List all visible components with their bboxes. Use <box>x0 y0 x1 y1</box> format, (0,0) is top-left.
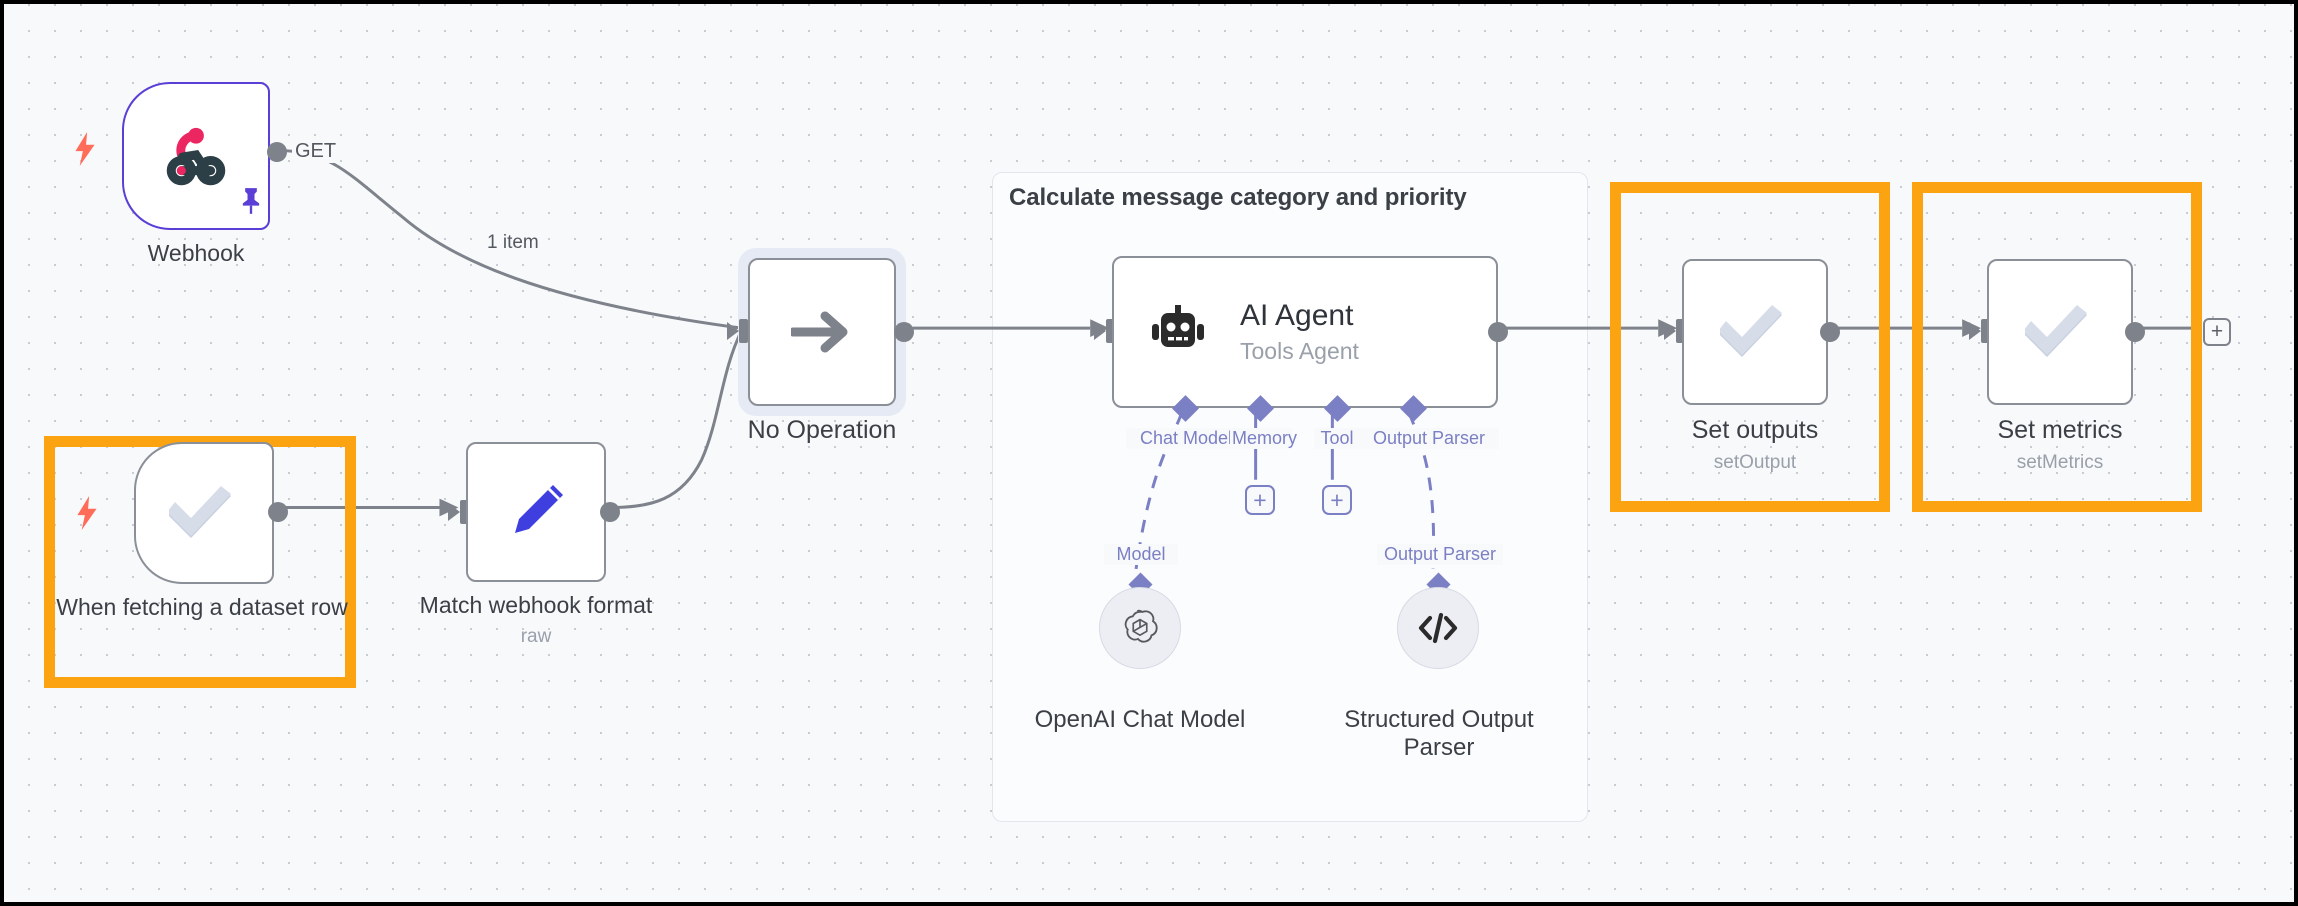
evaluation-double-check-icon <box>169 482 239 544</box>
evaluation-double-check-icon <box>1720 301 1790 363</box>
add-node-button[interactable]: + <box>2203 318 2231 346</box>
set-outputs-output-port[interactable] <box>1820 322 1840 342</box>
node-label-webhook: Webhook <box>147 240 245 266</box>
sub-connection-label-model: Model <box>1104 544 1178 565</box>
set-outputs-node-box[interactable] <box>1682 259 1828 405</box>
structured-output-parser-circle[interactable] <box>1397 587 1479 669</box>
ai-agent-input-arrow <box>1094 322 1106 340</box>
dataset-trigger-output-port[interactable] <box>268 502 288 522</box>
node-label-match-webhook-format: Match webhook format <box>419 592 653 618</box>
node-label-set-outputs: Set outputs <box>1691 416 1819 444</box>
ai-agent-port-label-output-parser: Output Parser <box>1359 428 1499 449</box>
highlight-frame-dataset-trigger <box>44 436 356 688</box>
set-metrics-input-arrow <box>1969 322 1981 340</box>
pin-icon[interactable] <box>239 187 263 215</box>
openai-chat-model-circle[interactable] <box>1099 587 1181 669</box>
add-memory-button[interactable]: + <box>1245 485 1275 515</box>
dataset-trigger-node-box[interactable] <box>134 442 274 584</box>
set-metrics-output-port[interactable] <box>2125 322 2145 342</box>
no-operation-output-port[interactable] <box>894 322 914 342</box>
ai-agent-output-port[interactable] <box>1488 322 1508 342</box>
set-outputs-input-port[interactable] <box>1676 319 1685 343</box>
webhook-icon <box>160 120 232 192</box>
add-tool-button[interactable]: + <box>1322 485 1352 515</box>
highlight-frame-set-outputs <box>1610 182 1890 512</box>
webhook-output-port[interactable] <box>267 142 287 162</box>
sub-connection-label-output-parser: Output Parser <box>1377 544 1503 565</box>
ai-agent-port-label-memory: Memory <box>1230 428 1298 449</box>
ai-agent-node-box[interactable]: AI Agent Tools Agent <box>1112 256 1498 408</box>
node-subtitle-set-outputs: setOutput <box>1713 452 1797 473</box>
no-operation-input-port[interactable] <box>739 319 748 343</box>
evaluation-double-check-icon <box>2025 301 2095 363</box>
highlight-frame-set-metrics <box>1912 182 2202 512</box>
node-label-openai-chat-model: OpenAI Chat Model <box>1034 706 1246 733</box>
ai-agent-title: AI Agent <box>1240 299 1354 332</box>
robot-icon <box>1150 304 1206 360</box>
node-label-no-operation: No Operation <box>747 416 897 444</box>
set-metrics-node-box[interactable] <box>1987 259 2133 405</box>
node-subtitle-set-metrics: setMetrics <box>2016 452 2104 473</box>
trigger-bolt-icon <box>74 496 100 530</box>
no-operation-node-box[interactable] <box>748 258 896 406</box>
match-webhook-input-port[interactable] <box>460 500 469 524</box>
match-webhook-output-port[interactable] <box>600 502 620 522</box>
ai-agent-port-label-tool: Tool <box>1314 428 1360 449</box>
match-webhook-node-box[interactable] <box>466 442 606 582</box>
edge-label-get: GET <box>292 140 340 163</box>
set-metrics-input-port[interactable] <box>1981 319 1990 343</box>
pencil-edit-icon <box>505 481 567 543</box>
node-label-set-metrics: Set metrics <box>1997 416 2123 444</box>
match-webhook-input-arrow <box>448 503 460 521</box>
arrow-right-icon <box>791 306 853 358</box>
edge-label-item-count: 1 item <box>484 232 542 254</box>
ai-agent-subtitle: Tools Agent <box>1240 338 1359 364</box>
ai-agent-port-label-chat-model: Chat Model <box>1126 428 1246 449</box>
code-brackets-icon <box>1417 610 1459 646</box>
node-subtitle-match-webhook-format: raw <box>520 626 552 647</box>
openai-logo-icon <box>1119 607 1161 649</box>
trigger-bolt-icon <box>72 132 98 166</box>
ai-agent-input-port[interactable] <box>1106 319 1115 343</box>
node-label-when-fetching-dataset-row: When fetching a dataset row <box>56 594 348 620</box>
sticky-note-title: Calculate message category and priority <box>1009 184 1467 211</box>
no-operation-input-arrow <box>727 322 739 340</box>
set-outputs-input-arrow <box>1664 322 1676 340</box>
node-label-structured-output-parser: Structured Output Parser <box>1344 706 1534 762</box>
